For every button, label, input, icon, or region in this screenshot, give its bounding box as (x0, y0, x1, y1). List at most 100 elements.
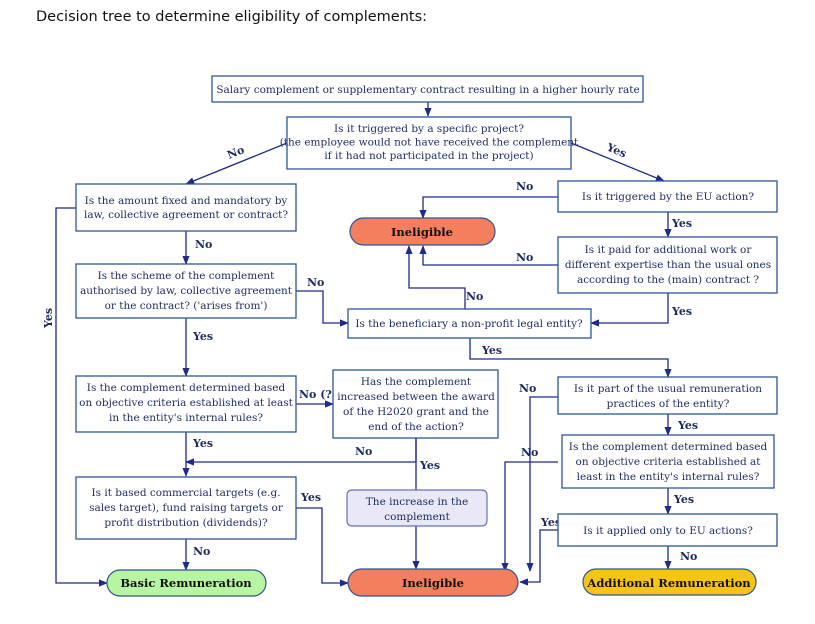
edge-nonprofit-no (405, 245, 466, 309)
node-q-project: Is it triggered by a specific project? (t… (280, 116, 579, 170)
node-q-project-text: Is it triggered by a specific project? (t… (280, 123, 579, 162)
label-eu-only-no: No (680, 550, 697, 563)
text-line: Salary complement or supplementary contr… (216, 84, 639, 96)
label-commercial-yes: Yes (300, 491, 321, 504)
label-fixed-no: No (195, 238, 212, 251)
edge-authorised-no (296, 290, 349, 327)
node-q-nonprofit-text: Is the beneficiary a non-profit legal en… (355, 318, 583, 330)
label-increased-no: No (355, 445, 372, 458)
terminal-ineligible-top: Ineligible (349, 217, 496, 246)
node-q-nonprofit: Is the beneficiary a non-profit legal en… (347, 308, 592, 339)
text-line: Is the complement determined based (87, 382, 286, 394)
node-q-eu-only: Is it applied only to EU actions? (557, 513, 778, 547)
text-line: increased between the award (337, 391, 495, 403)
edges (55, 102, 672, 587)
text-line: Is it triggered by a specific project? (334, 123, 524, 135)
text-line: practices of the entity? (607, 398, 730, 410)
terminal-ineligible-top-text: Ineligible (391, 225, 453, 239)
node-start: Salary complement or supplementary contr… (211, 75, 644, 103)
terminal-additional-remuneration-text: Additional Remuneration (586, 576, 751, 590)
terminal-ineligible-bottom-text: Ineligible (402, 576, 464, 590)
text-line: profit distribution (dividends)? (104, 517, 268, 529)
label-objective-right-yes: Yes (673, 493, 694, 506)
text-line: Is it paid for additional work or (585, 244, 753, 256)
terminal-ineligible-bottom: Ineligible (347, 568, 519, 597)
text-line: Is the beneficiary a non-profit legal en… (355, 318, 583, 330)
terminal-additional-remuneration: Additional Remuneration (582, 568, 757, 596)
text-line: Is the complement determined based (569, 441, 768, 453)
label-nonprofit-yes: Yes (481, 344, 502, 357)
node-q-increased: Has the complement increased between the … (332, 369, 499, 439)
edge-project-yes (570, 142, 665, 182)
node-q-commercial-text: Is it based commercial targets (e.g. sale… (89, 487, 284, 529)
label-eu-only-yes: Yes (540, 516, 561, 529)
label-fixed-yes: Yes (42, 308, 55, 329)
node-q-additional-work: Is it paid for additional work or differe… (557, 236, 778, 294)
text-line: (the employee would not have received th… (280, 137, 579, 149)
node-q-usual-practice-text: Is it part of the usual remuneration prac… (574, 383, 762, 410)
node-q-objective-right-text: Is the complement determined based on obj… (569, 441, 768, 483)
label-usual-practice-yes: Yes (677, 419, 698, 432)
label-additional-work-yes: Yes (671, 305, 692, 318)
text-line: Is it based commercial targets (e.g. (91, 487, 280, 499)
node-q-objective-right: Is the complement determined based on obj… (561, 434, 775, 489)
label-increased-yes: Yes (419, 459, 440, 472)
node-q-authorised-text: Is the scheme of the complement authorise… (80, 270, 293, 312)
text-line: complement (384, 511, 450, 523)
label-objective-left-yes: Yes (192, 437, 213, 450)
edge-labels: No Yes No Yes No Yes No Yes No Yes No Ye… (42, 140, 698, 563)
terminal-basic-remuneration-text: Basic Remuneration (120, 576, 252, 590)
node-q-additional-work-text: Is it paid for additional work or differe… (565, 244, 771, 286)
node-q-commercial: Is it based commercial targets (e.g. sale… (75, 476, 297, 540)
text-line: authorised by law, collective agreement (80, 285, 293, 297)
page-title: Decision tree to determine eligibility o… (36, 9, 428, 25)
edge-fixed-yes (55, 207, 108, 587)
edge-additional-work-yes (590, 293, 669, 327)
edge-increased-no (185, 438, 417, 466)
text-line: according to the (main) contract ? (577, 274, 759, 286)
terminal-basic-remuneration: Basic Remuneration (106, 569, 267, 597)
edge-eu-only-yes (519, 529, 558, 586)
text-line: of the H2020 grant and the (343, 406, 489, 418)
edge-additional-work-no (419, 245, 558, 266)
edge-eu-action-no (419, 196, 558, 219)
label-eu-action-yes: Yes (671, 217, 692, 230)
label-project-no: No (225, 143, 246, 162)
node-q-objective-left-text: Is the complement determined based on obj… (79, 382, 294, 424)
text-line: Is it applied only to EU actions? (583, 525, 753, 537)
label-usual-practice-no: No (519, 382, 536, 395)
text-line: least in the entity's internal rules? (577, 471, 760, 483)
text-line: Is it triggered by the EU action? (582, 191, 755, 203)
text-line: Is the scheme of the complement (98, 270, 276, 282)
text-line: end of the action? (368, 421, 464, 433)
label-nonprofit-no: No (466, 290, 483, 303)
label-objective-right-no: No (521, 446, 538, 459)
text-line: different expertise than the usual ones (565, 259, 771, 271)
edge-usual-practice-no (526, 396, 558, 572)
text-line: on objective criteria established at (576, 456, 762, 468)
edge-commercial-yes (296, 507, 349, 587)
text-line: on objective criteria established at lea… (79, 397, 294, 409)
node-q-eu-only-text: Is it applied only to EU actions? (583, 525, 753, 537)
text-line: or the contract? ('arises from') (105, 300, 268, 312)
label-commercial-no: No (193, 545, 210, 558)
node-q-eu-action: Is it triggered by the EU action? (557, 180, 778, 213)
edge-nonprofit-yes (469, 338, 672, 378)
node-q-usual-practice: Is it part of the usual remuneration prac… (557, 376, 778, 415)
text-line: in the entity's internal rules? (109, 412, 263, 424)
node-start-text: Salary complement or supplementary contr… (216, 84, 639, 96)
node-q-authorised: Is the scheme of the complement authorise… (75, 263, 297, 319)
text-line: Has the complement (361, 376, 472, 388)
edge-objective-right-no (501, 461, 558, 572)
text-line: Is it part of the usual remuneration (574, 383, 762, 395)
node-q-eu-action-text: Is it triggered by the EU action? (582, 191, 755, 203)
label-authorised-yes: Yes (192, 330, 213, 343)
text-line: sales target), fund raising targets or (89, 502, 284, 514)
label-objective-left-no: No (?) (299, 388, 337, 401)
node-q-increased-text: Has the complement increased between the … (337, 376, 495, 433)
